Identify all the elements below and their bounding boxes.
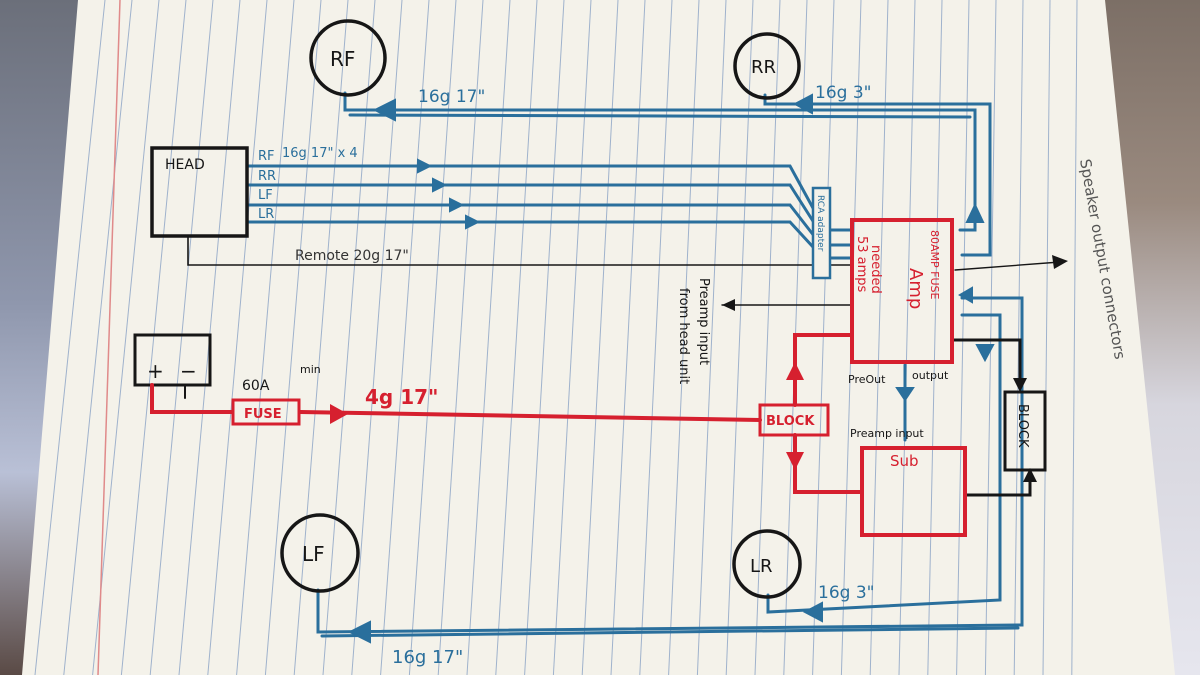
black-arrows (722, 255, 1068, 482)
paper-rule-line (34, 0, 106, 675)
head-unit-label: HEAD (165, 157, 205, 173)
remote-wire-label: Remote 20g 17" (295, 248, 409, 264)
power-wiring (150, 218, 967, 537)
fuse-label: FUSE (244, 407, 282, 422)
power-block-label: BLOCK (766, 414, 815, 429)
battery-box (133, 333, 212, 387)
paper-rule-line (581, 0, 619, 675)
speaker-circles (280, 19, 802, 599)
paper-rule-line (927, 0, 943, 675)
wire-lr (766, 313, 1002, 614)
paper-rule-line (408, 0, 457, 675)
speaker-rr-label: RR (751, 57, 776, 78)
wire-power-main (150, 383, 234, 414)
head-output-lf: LF (258, 188, 273, 203)
paper-rule-line (898, 0, 916, 675)
ground-block-box (1003, 390, 1047, 472)
paper-rule-line (869, 0, 889, 675)
head-output-wire-spec: 16g 17" x 4 (282, 146, 358, 161)
paper-rule-line (293, 0, 349, 675)
sub-preamp-input-label: Preamp input (850, 427, 924, 440)
paper-rule-line (696, 0, 727, 675)
paper-rule-line (610, 0, 646, 675)
speaker-rr-circle (733, 32, 801, 100)
rca-adapter-box (811, 186, 832, 280)
wire-rf (343, 91, 977, 232)
paper-rule-line (264, 0, 322, 675)
paper-rule-line (956, 0, 970, 675)
wire-rr-spec: 16g 3" (815, 83, 871, 103)
labels: RF RR LF LR 16g 17" 16g 3" 16g 3" 16g 17… (147, 47, 1129, 668)
paper-rule-line (437, 0, 484, 675)
paper-rule-line (812, 0, 835, 675)
wire-power-spec: 4g 17" (365, 385, 438, 409)
head-unit-box (150, 146, 249, 238)
head-output-lr: LR (258, 207, 274, 222)
paper-rule-line (1013, 0, 1024, 675)
speaker-lr-label: LR (750, 556, 773, 577)
fuse-rating-note: min (300, 363, 321, 376)
paper-rule-lines (34, 0, 1078, 675)
paper-margin-line (97, 0, 121, 675)
black-wiring (133, 146, 1061, 497)
paper-rule-line (236, 0, 295, 675)
amp-output-label: output (912, 369, 949, 382)
paper-rule-line (984, 0, 997, 675)
paper-rule-line (380, 0, 430, 675)
red-arrows (330, 362, 804, 470)
rca-adapter-label: RCA adapter (815, 195, 825, 252)
paper-rule-line (322, 0, 376, 675)
head-output-rr: RR (258, 169, 276, 184)
speaker-lf-circle (280, 513, 360, 593)
sub-box (860, 446, 967, 537)
speaker-wires (246, 91, 1024, 638)
paper-rule-line (92, 0, 160, 675)
amp-name: Amp (905, 268, 926, 309)
paper-rule-line (524, 0, 565, 675)
head-output-rf: RF (258, 149, 275, 164)
speaker-lf-label: LF (302, 542, 325, 566)
paper-rule-line (725, 0, 754, 675)
amp-preout-label: PreOut (848, 373, 886, 386)
paper-rule-line (1042, 0, 1051, 675)
paper-rule-line (754, 0, 781, 675)
fuse-rating: 60A (242, 378, 270, 394)
paper-rule-line (466, 0, 511, 675)
wire-lr-spec: 16g 3" (818, 583, 874, 603)
preamp-note-line1: Preamp input (696, 278, 711, 365)
paper-rule-line (552, 0, 592, 675)
wire-rf-spec: 16g 17" (418, 87, 485, 107)
paper-rule-line (120, 0, 187, 675)
paper-rule-line (639, 0, 673, 675)
battery-minus: − (180, 359, 197, 383)
paper-rule-line (63, 0, 133, 675)
ground-block-label: BLOCK (1015, 404, 1030, 448)
amp-note-line1: 53 amps (854, 236, 869, 293)
paper-rule-line (1071, 0, 1078, 675)
preamp-note-line2: from head unit (676, 288, 691, 384)
amp-fuse-label: 80AMP FUSE (928, 230, 941, 300)
battery-plus: + (147, 359, 164, 383)
paper-rule-line (207, 0, 268, 675)
speaker-rf-circle (309, 19, 387, 97)
notebook-paper (22, 0, 1175, 675)
wire-rr (763, 93, 992, 257)
amp-box (850, 218, 954, 364)
speaker-lr-circle (732, 529, 802, 599)
paper-rule-line (668, 0, 700, 675)
wire-lf (316, 296, 1024, 634)
fuse-box (231, 398, 301, 426)
paper-rule-line (495, 0, 538, 675)
paper-rule-line (149, 0, 214, 675)
speaker-rf-label: RF (330, 47, 355, 71)
power-block-box (758, 403, 830, 437)
sub-name: Sub (890, 452, 919, 470)
amp-note-line2: needed (868, 245, 883, 294)
blue-arrows (347, 93, 995, 644)
wire-lf-spec: 16g 17" (392, 647, 463, 668)
